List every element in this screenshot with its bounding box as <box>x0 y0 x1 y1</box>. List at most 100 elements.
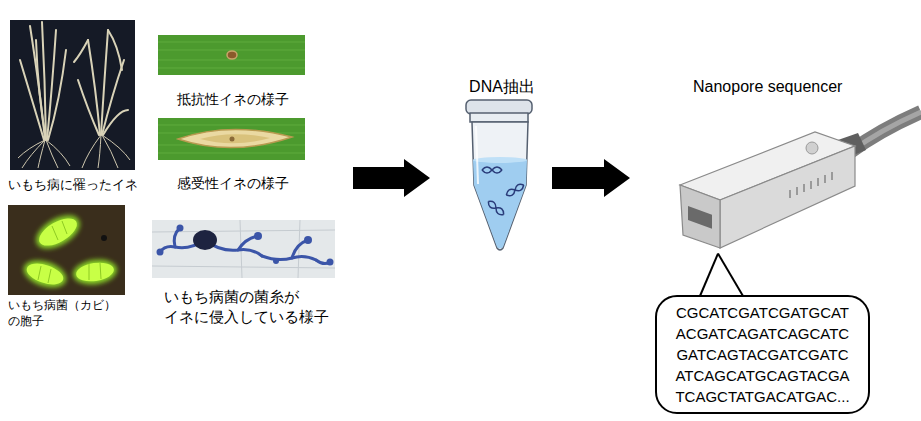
caption-text: Nanopore sequencer <box>693 76 903 98</box>
spore-photo-part-part <box>72 257 119 287</box>
microtube <box>466 100 532 250</box>
sequencer-step: Nanopore sequencer <box>675 76 921 257</box>
sequencer-device-part <box>680 185 720 248</box>
susceptible-leaf-photo-part-part <box>158 153 305 154</box>
susceptible-leaf-photo-part <box>178 129 292 147</box>
photo-caption-box: いもち病に罹ったイネ <box>6 20 151 194</box>
hyphae-photo-part-part <box>273 258 279 264</box>
susceptible-leaf-photo-part <box>230 137 235 142</box>
sequencer-device-part-part <box>817 178 819 186</box>
microtube-part-part <box>482 167 502 173</box>
microtube-part <box>473 160 527 249</box>
microtube-part-part <box>486 199 505 216</box>
rice-plant-photo-part <box>20 22 128 140</box>
rice-plant-photo-part <box>10 20 135 170</box>
rice-plant-photo-part-part <box>102 60 124 135</box>
hyphae-photo-part-part <box>157 249 164 256</box>
susceptible-leaf-photo <box>158 118 305 160</box>
hyphae-photo-part-part <box>327 259 334 266</box>
spore-photo-part-part <box>62 221 67 234</box>
rice-plant-photo-part-part <box>108 30 122 70</box>
microtube-part <box>470 113 528 122</box>
microtube-part <box>466 100 532 114</box>
bubble-pointer <box>700 254 743 296</box>
spore-photo-part-part <box>20 256 69 292</box>
spore-photo-part-part <box>24 260 66 289</box>
sequencer-device-part-part <box>803 184 805 192</box>
resistant-leaf-photo-part-part <box>158 42 305 43</box>
spore-photo-part-part <box>48 269 51 283</box>
sequencer-device-part <box>688 206 712 229</box>
hyphae-photo-part <box>193 230 217 250</box>
microtube-part-part <box>505 182 525 197</box>
resistant-leaf-photo-part <box>227 51 237 59</box>
photo-caption-box: 抵抗性イネの様子 <box>158 35 308 109</box>
photo-caption-box: いもち病菌の菌糸が イネに侵入している様子 <box>152 220 342 328</box>
hyphae-photo-part-part <box>152 266 335 268</box>
hyphae-photo-part <box>160 228 330 264</box>
rice-plant-photo-part <box>18 135 130 168</box>
flow-arrow <box>353 159 430 197</box>
hyphae-photo-part-part <box>177 225 184 232</box>
rice-plant-photo-part-part <box>47 30 56 140</box>
microtube-part-part <box>505 182 525 197</box>
sequencer-device-part-part <box>824 175 826 183</box>
microtube-part <box>482 167 525 217</box>
microtube-part <box>473 157 527 163</box>
rice-plant-photo-part-part <box>103 110 128 135</box>
rice-plant-photo-part-part <box>22 140 45 168</box>
rice-plant-photo-part-part <box>36 40 46 140</box>
spore-photo-part <box>20 209 118 292</box>
rice-plant-photo-part-part <box>98 135 101 168</box>
hyphae-photo-part <box>152 220 335 278</box>
pointer-edge <box>718 254 743 296</box>
microtube-part <box>476 126 478 184</box>
photo-caption-box: いもち病菌（カビ） の胞子 <box>6 205 131 329</box>
sequence-bubble: CGCATCGATCGATGCAT ACGATCAGATCAGCATC GATC… <box>655 295 870 414</box>
spore-photo-part <box>24 213 115 289</box>
rice-plant-photo-part-part <box>102 135 130 160</box>
spore-photo-part-part <box>89 264 90 280</box>
hyphae-photo <box>152 220 335 278</box>
sequencer-device-part <box>790 172 832 198</box>
rice-plant-photo-part-part <box>48 50 66 140</box>
caption-text: 抵抗性イネの様子 <box>158 90 308 109</box>
pointer-fill <box>700 254 743 296</box>
resistant-leaf-photo <box>158 35 305 75</box>
extraction-step: DNA抽出 <box>462 76 542 257</box>
hyphae-photo-part <box>152 220 335 278</box>
microtube-part-part <box>482 167 502 173</box>
resistant-leaf-photo-part <box>158 35 305 75</box>
rice-plant-photo-part-part <box>18 140 45 158</box>
sequencer-device <box>680 112 921 248</box>
hyphae-photo-part-part <box>262 256 316 260</box>
hyphae-photo-part-part <box>298 220 300 278</box>
sequencer-device-part-part <box>796 187 798 195</box>
sequencer-device-part-part <box>810 181 812 189</box>
hyphae-photo-part-part <box>304 236 312 244</box>
caption-text: DNA抽出 <box>462 76 542 98</box>
rice-plant-photo-part-part <box>82 135 101 168</box>
sequencer-device-part <box>806 142 818 154</box>
spore-photo-part-part <box>75 260 115 283</box>
rice-plant-photo-part-part <box>38 140 45 168</box>
spore-photo-part-part <box>31 209 86 256</box>
resistant-leaf-photo-part <box>158 42 305 68</box>
caption-text: いもち病に罹ったイネ <box>8 177 149 194</box>
caption-text: いもち病菌の菌糸が イネに侵入している様子 <box>164 287 330 328</box>
rice-plant-photo <box>10 20 135 170</box>
susceptible-leaf-photo-part <box>158 118 305 160</box>
sequencer-device-part-part <box>789 190 791 198</box>
caption-text: いもち病菌（カビ） の胞子 <box>8 297 129 329</box>
susceptible-leaf-photo-part <box>200 134 270 143</box>
susceptible-leaf-photo-part <box>158 125 305 153</box>
sequencer-device-part <box>720 146 855 248</box>
hyphae-photo-part-part <box>254 232 262 240</box>
pointer-edge <box>700 254 718 296</box>
spore-photo-part <box>8 205 125 295</box>
flow-arrow <box>552 159 630 197</box>
rice-plant-photo-part-part <box>78 80 99 135</box>
photo-caption-box: 感受性イネの様子 <box>158 118 308 193</box>
spore-photo-part-part <box>38 266 41 280</box>
hyphae-photo-part <box>157 225 334 266</box>
